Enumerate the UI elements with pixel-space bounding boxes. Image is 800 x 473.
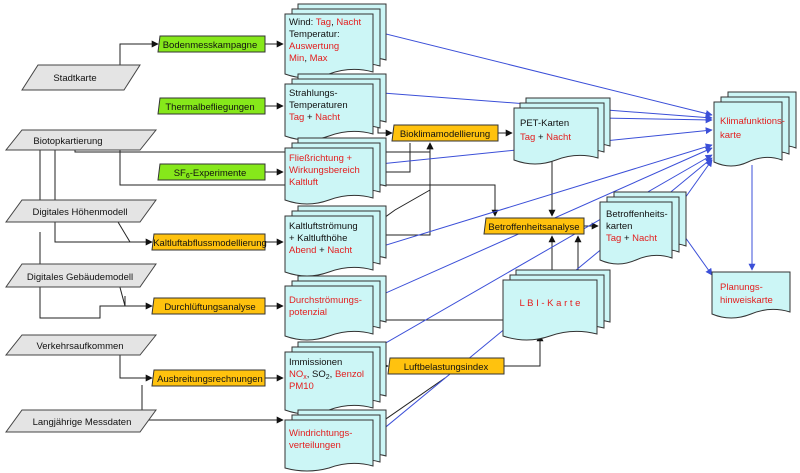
doc-durchstroemungspotenzial: Durchströmungs- potenzial	[284, 275, 387, 341]
input-gebaeudemodell: Digitales Gebäudemodell	[5, 263, 157, 288]
input-stadtkarte: Stadtkarte	[21, 64, 141, 91]
doc-fliessrichtung: Fließrichtung + Wirkungsbereich Kaltluft	[284, 137, 387, 205]
process-durchlueftungsanalyse: Durchlüftungsanalyse	[151, 297, 266, 315]
connectors-black	[39, 40, 599, 431]
doc-line: karten	[606, 221, 632, 232]
process-label: SF6-Experimente	[174, 168, 247, 180]
process-thermalbefliegungen: Thermalbefliegungen	[157, 97, 266, 115]
input-label: Stadtkarte	[53, 73, 96, 84]
process-label: Thermalbefliegungen	[165, 102, 254, 113]
doc-line: Durchströmungs-	[289, 295, 362, 306]
process-luftbelastungsindex: Luftbelastungsindex	[387, 357, 505, 375]
doc-line: Immissionen	[289, 357, 342, 368]
input-messdaten: Langjährige Messdaten	[5, 409, 157, 433]
doc-line: verteilungen	[289, 440, 341, 451]
doc-line: Wind: Tag, Nacht	[289, 17, 362, 28]
doc-line: Temperatur:	[289, 29, 340, 40]
doc-strahlungstemperaturen: Strahlungs- Temperaturen Tag + Nacht	[284, 73, 387, 141]
doc-line: potenzial	[289, 307, 327, 318]
doc-line: Tag + Nacht	[289, 112, 340, 123]
doc-line: Klimafunktions-	[720, 116, 785, 127]
doc-lbi-karte: L B I - K a r t e	[502, 269, 611, 341]
doc-klimafunktionskarte: Klimafunktions- karte	[713, 91, 797, 167]
process-label: Bodenmesskampagne	[163, 40, 258, 51]
input-label: Digitales Gebäudemodell	[27, 272, 133, 283]
process-bodenmesskampagne: Bodenmesskampagne	[157, 35, 266, 53]
doc-line: Auswertung	[289, 41, 339, 52]
doc-line: Windrichtungs-	[289, 428, 352, 439]
doc-line: karte	[720, 130, 741, 141]
process-label: Durchlüftungsanalyse	[164, 302, 255, 313]
doc-line: Wirkungsbereich	[289, 165, 360, 176]
doc-immissionen: Immissionen NOx, SO2, Benzol PM10	[284, 341, 387, 415]
input-hoehenmodell: Digitales Höhenmodell	[5, 199, 157, 223]
doc-line: Kaltluftströmung	[289, 221, 358, 232]
doc-line: hinweiskarte	[720, 295, 773, 306]
doc-wind-temperatur: Wind: Tag, Nacht Temperatur: Auswertung …	[284, 3, 387, 79]
doc-line: Betroffenheits-	[606, 209, 668, 220]
input-label: Verkehrsaufkommen	[36, 341, 123, 352]
doc-line: Temperaturen	[289, 100, 348, 111]
doc-planungshinweiskarte: Planungs- hinweiskarte	[711, 271, 791, 319]
doc-line: NOx, SO2, Benzol	[289, 369, 364, 381]
process-betroffenheitsanalyse: Betroffenheitsanalyse	[483, 217, 585, 235]
doc-line: Min, Max	[289, 53, 328, 64]
doc-line: Tag + Nacht	[606, 233, 657, 244]
process-kaltluftabflussmodellierung: Kaltluftabflussmodellierung	[151, 233, 267, 251]
input-label: Langjährige Messdaten	[33, 417, 132, 428]
input-verkehrsaufkommen: Verkehrsaufkommen	[4, 334, 158, 356]
doc-line: PM10	[289, 381, 314, 392]
doc-line: Tag + Nacht	[520, 132, 571, 143]
input-label: Biotopkartierung	[33, 136, 102, 147]
process-label: Bioklimamodellierung	[400, 129, 490, 140]
process-label: Kaltluftabflussmodellierung	[153, 238, 267, 249]
process-label: Ausbreitungsrechnungen	[157, 374, 263, 385]
doc-line: Fließrichtung +	[289, 153, 353, 164]
input-biotopkartierung: Biotopkartierung	[4, 129, 158, 151]
process-ausbreitungsrechnungen: Ausbreitungsrechnungen	[151, 369, 266, 387]
process-sf6-experimente: SF6-Experimente	[157, 163, 266, 181]
doc-betroffenheitskarten: Betroffenheits- karten Tag + Nacht	[599, 191, 687, 265]
doc-kaltluftstroemung: Kaltluftströmung + Kaltlufthöhe Abend + …	[284, 205, 387, 277]
process-bioklimamodellierung: Bioklimamodellierung	[391, 124, 499, 142]
doc-line: Kaltluft	[289, 177, 318, 188]
doc-pet-karten: PET-Karten Tag + Nacht	[513, 97, 611, 165]
doc-line: PET-Karten	[520, 118, 569, 129]
process-label: Luftbelastungsindex	[404, 362, 489, 373]
doc-windrichtungsverteilungen: Windrichtungs- verteilungen	[284, 409, 387, 472]
doc-line: Abend + Nacht	[289, 245, 352, 256]
doc-line: Strahlungs-	[289, 88, 338, 99]
process-label: Betroffenheitsanalyse	[488, 222, 579, 233]
doc-line: L B I - K a r t e	[520, 298, 581, 309]
doc-line: + Kaltlufthöhe	[289, 233, 347, 244]
input-label: Digitales Höhenmodell	[32, 207, 127, 218]
doc-line: Planungs-	[720, 282, 763, 293]
